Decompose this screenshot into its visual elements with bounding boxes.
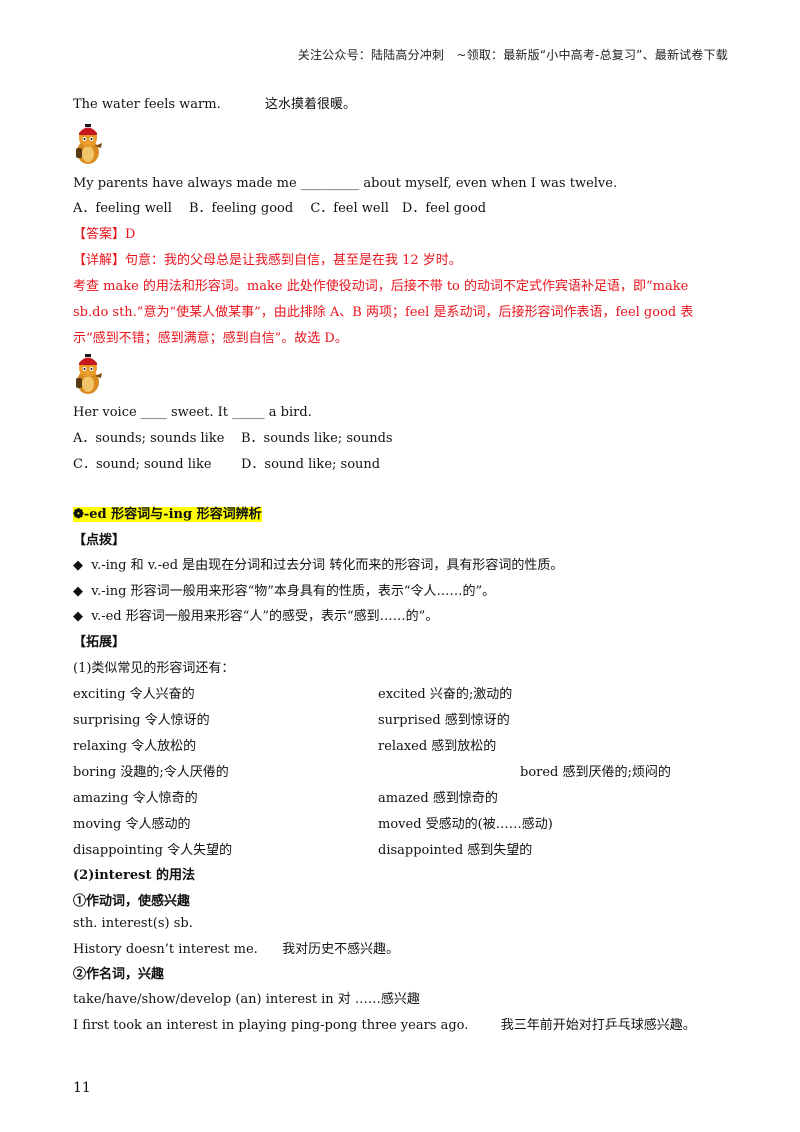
section-title: ❁-ed 形容词与-ing 形容词辨析 xyxy=(73,505,262,525)
bullet-text: v.-ing 形容词一般用来形容“物”本身具有的性质，表示“令人……的”。 xyxy=(91,584,496,599)
ing-adjective: boring 没趣的;令人厌倦的 xyxy=(73,765,229,780)
ed-adjective: moved 受感动的(被……感动) xyxy=(378,817,553,832)
question-1-stem: My parents have always made me _________… xyxy=(73,176,618,191)
question-1-detail-line: 考查 make 的用法和形容词。make 此处作使役动词，后接不带 to 的动词… xyxy=(73,279,689,294)
ing-adjective: surprising 令人惊讶的 xyxy=(73,713,210,728)
verb-usage-heading: ①作动词，使感兴趣 xyxy=(73,894,191,909)
question-2-option-c: C．sound; sound like xyxy=(73,457,212,472)
question-1-detail-line: 【详解】句意：我的父母总是让我感到自信，甚至是在我 12 岁时。 xyxy=(73,253,462,268)
page-header: 关注公众号：陆陆高分冲刺 ~领取：最新版“小中高考-总复习”、最新试卷下载 xyxy=(297,48,728,62)
noun-example: I first took an interest in playing ping… xyxy=(73,1016,696,1036)
question-1-options: A．feeling well B．feeling good C．feel wel… xyxy=(73,201,487,216)
question-2-stem: Her voice ____ sweet. It _____ a bird. xyxy=(73,405,312,420)
bullet-item: ◆ v.-ing 和 v.-ed 是由现在分词和过去分词 转化而来的形容词，具有… xyxy=(73,556,563,576)
example-sentence: The water feels warm. 这水摸着很暖。 xyxy=(73,95,356,115)
mascot-icon xyxy=(76,354,102,394)
ed-adjective: relaxed 感到放松的 xyxy=(378,739,497,754)
question-1-detail-line: 示“感到不错；感到满意；感到自信”。故选 D。 xyxy=(73,331,348,346)
interest-heading: (2)interest 的用法 xyxy=(73,868,195,883)
bullet-text: v.-ed 形容词一般用来形容“人”的感受，表示“感到……的”。 xyxy=(91,609,439,624)
bullet-item: ◆ v.-ing 形容词一般用来形容“物”本身具有的性质，表示“令人……的”。 xyxy=(73,582,495,602)
question-2-option-d: D．sound like; sound xyxy=(241,457,381,472)
ed-adjective: amazed 感到惊奇的 xyxy=(378,791,498,806)
diamond-bullet-icon: ◆ xyxy=(73,558,83,573)
diamond-bullet-icon: ◆ xyxy=(73,584,83,599)
question-1-answer: 【答案】D xyxy=(73,227,136,242)
example-english: The water feels warm. xyxy=(73,97,221,112)
verb-example: History doesn’t interest me. 我对历史不感兴趣。 xyxy=(73,940,399,960)
tip-heading: 【点拨】 xyxy=(73,533,126,548)
ed-adjective: bored 感到厌倦的;烦闷的 xyxy=(520,765,671,780)
verb-example-chinese: 我对历史不感兴趣。 xyxy=(282,942,400,957)
noun-example-chinese: 我三年前开始对打乒乓球感兴趣。 xyxy=(500,1018,696,1033)
ed-adjective: disappointed 感到失望的 xyxy=(378,843,533,858)
ing-adjective: amazing 令人惊奇的 xyxy=(73,791,198,806)
ed-adjective: surprised 感到惊讶的 xyxy=(378,713,510,728)
bullet-item: ◆ v.-ed 形容词一般用来形容“人”的感受，表示“感到……的”。 xyxy=(73,607,438,627)
bullet-text: v.-ing 和 v.-ed 是由现在分词和过去分词 转化而来的形容词，具有形容… xyxy=(91,558,564,573)
ing-adjective: relaxing 令人放松的 xyxy=(73,739,197,754)
question-2-option-b: B．sounds like; sounds xyxy=(241,431,393,446)
noun-pattern: take/have/show/develop (an) interest in … xyxy=(73,992,420,1007)
verb-pattern: sth. interest(s) sb. xyxy=(73,916,193,931)
noun-example-english: I first took an interest in playing ping… xyxy=(73,1018,469,1033)
expand-heading: 【拓展】 xyxy=(73,635,126,650)
question-1-detail-line: sb.do sth.”意为“使某人做某事”，由此排除 A、B 两项；feel 是… xyxy=(73,305,694,320)
list-intro: (1)类似常见的形容词还有： xyxy=(73,661,235,676)
noun-usage-heading: ②作名词，兴趣 xyxy=(73,967,165,982)
page-number: 11 xyxy=(73,1080,91,1096)
example-chinese: 这水摸着很暖。 xyxy=(265,97,357,112)
ing-adjective: moving 令人感动的 xyxy=(73,817,191,832)
ing-adjective: exciting 令人兴奋的 xyxy=(73,687,195,702)
mascot-icon xyxy=(76,124,102,164)
verb-example-english: History doesn’t interest me. xyxy=(73,942,258,957)
question-2-option-a: A．sounds; sounds like xyxy=(73,431,225,446)
section-title-text: ❁-ed 形容词与-ing 形容词辨析 xyxy=(73,507,262,522)
ing-adjective: disappointing 令人失望的 xyxy=(73,843,233,858)
ed-adjective: excited 兴奋的;激动的 xyxy=(378,687,513,702)
diamond-bullet-icon: ◆ xyxy=(73,609,83,624)
